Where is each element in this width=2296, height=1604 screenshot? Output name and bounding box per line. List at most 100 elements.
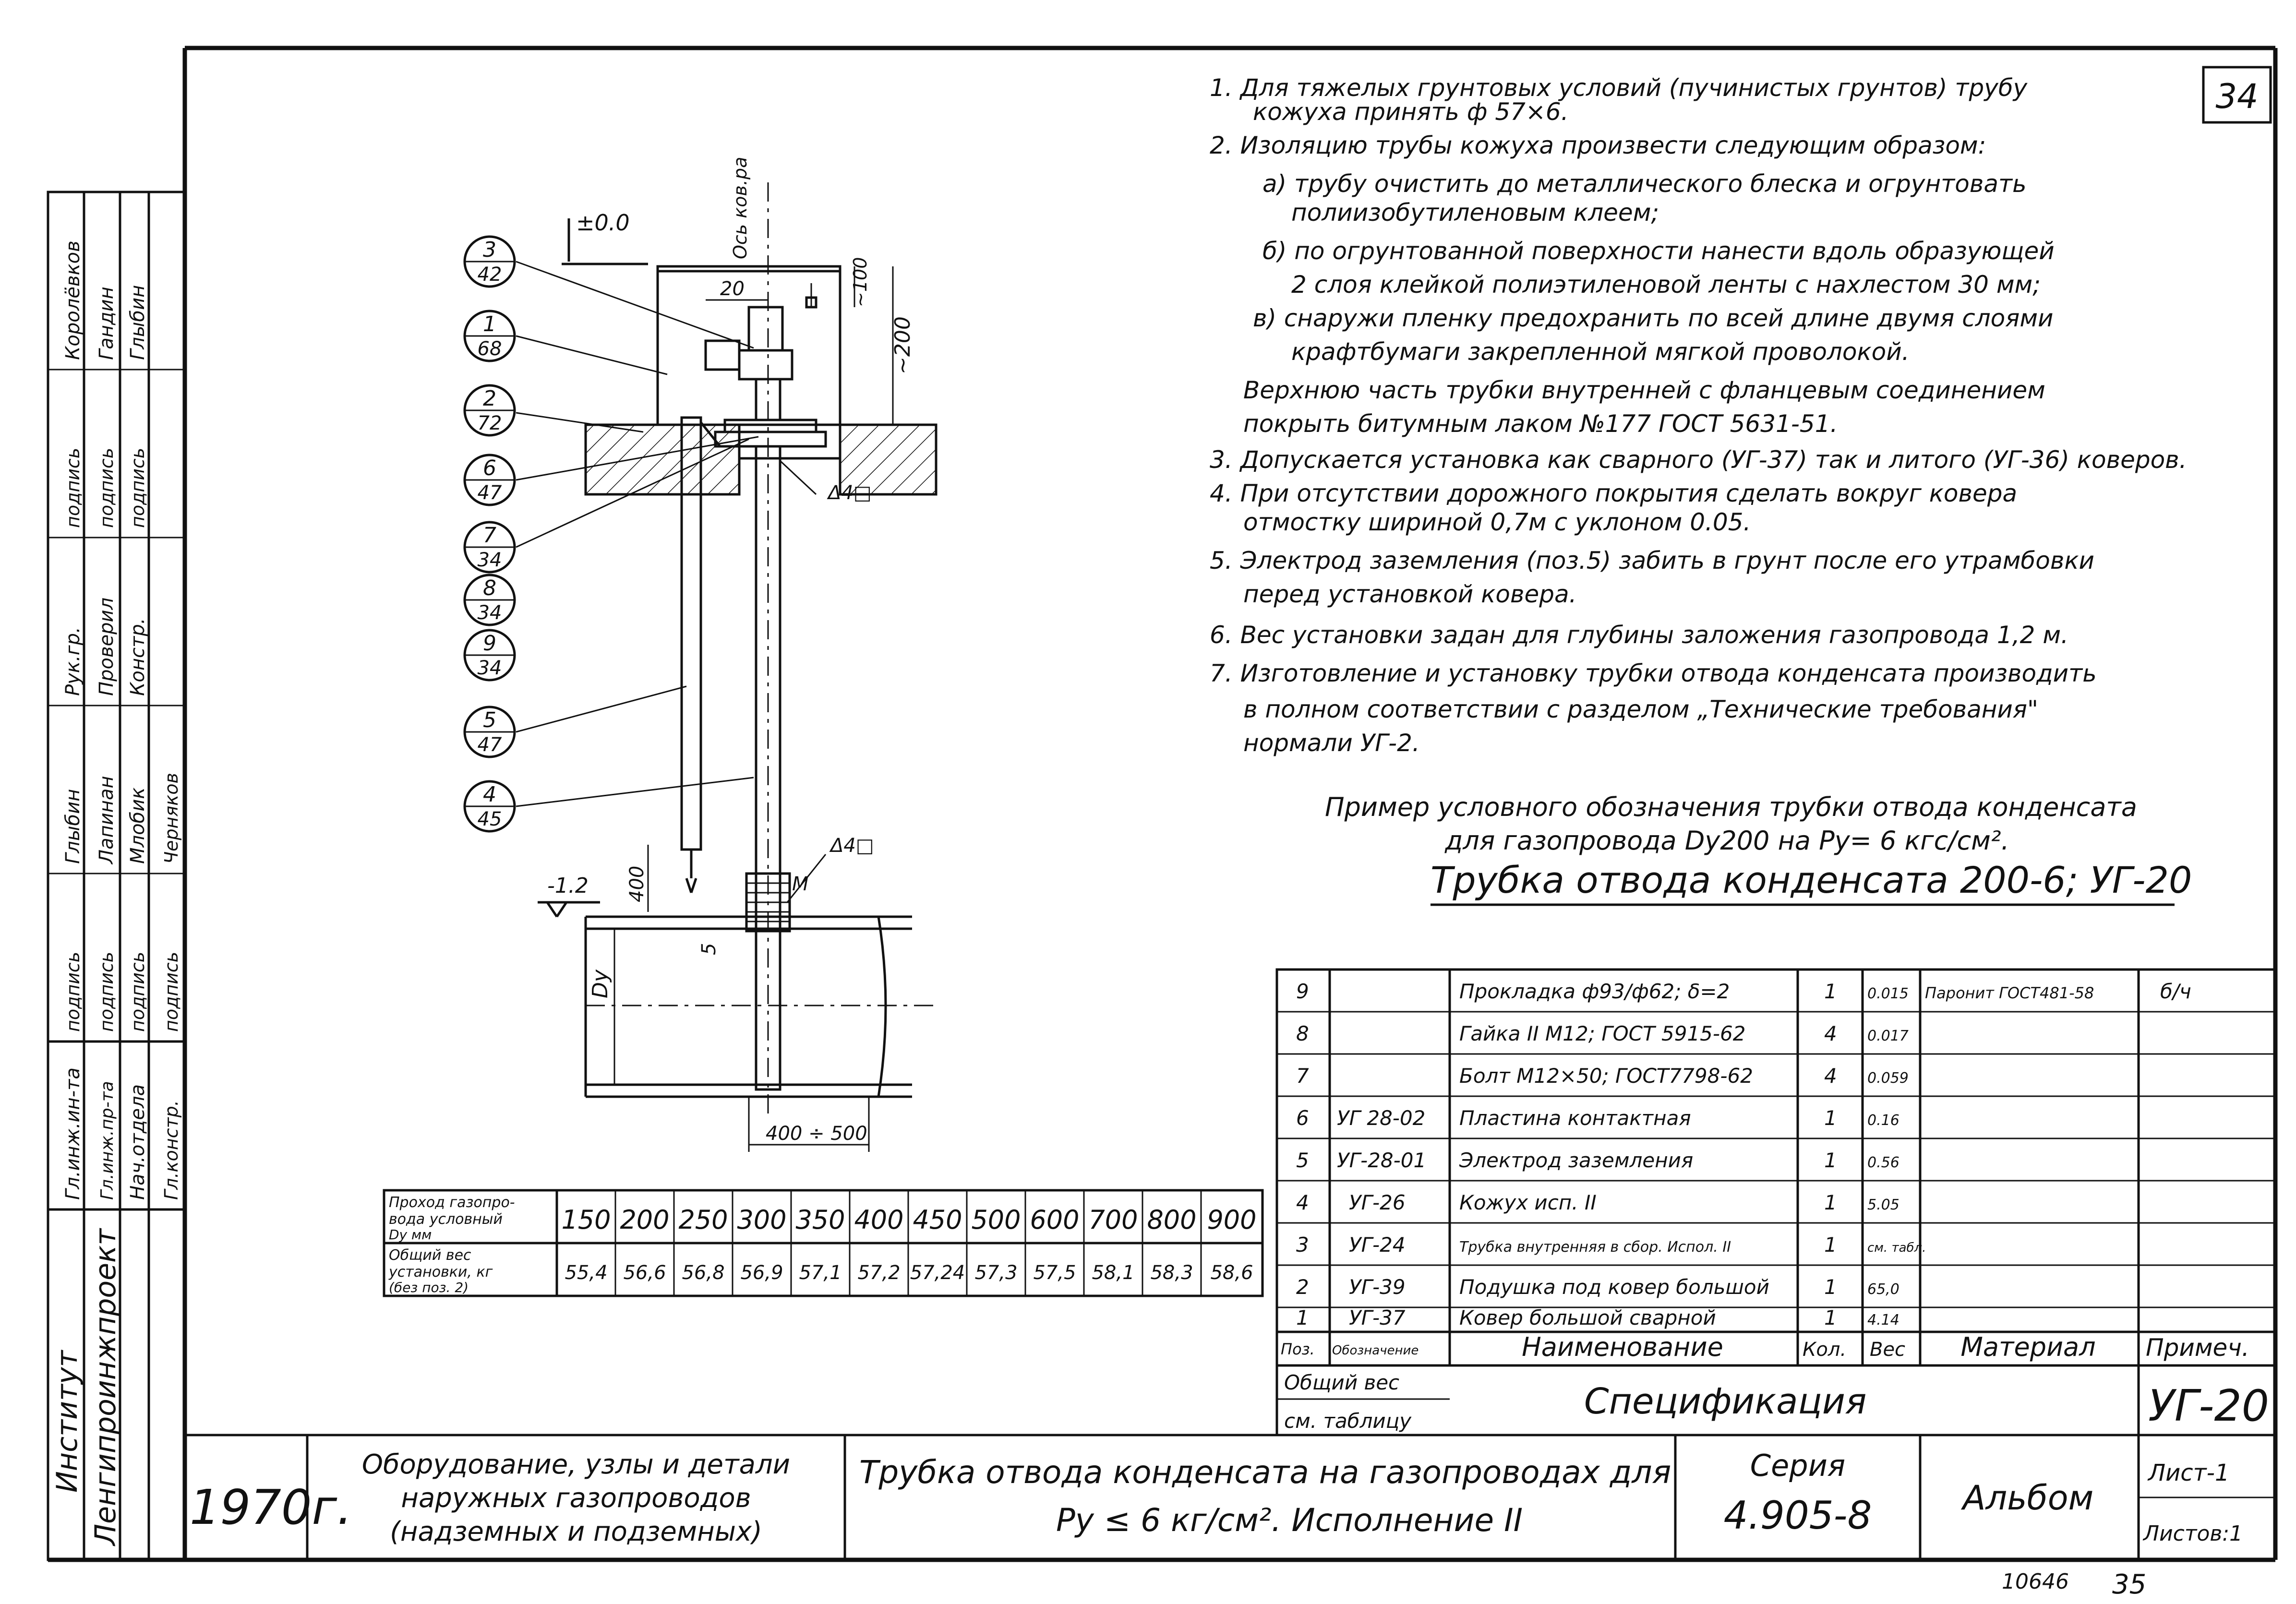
spec-pos: 2 [1296, 1275, 1309, 1299]
year: 1970г. [190, 1479, 352, 1535]
weld-mark: Δ4□ [827, 482, 872, 504]
spec-weight: см. табл. [1867, 1241, 1926, 1255]
level-zero: ±0.0 [576, 210, 630, 236]
spec-code-label: УГ-20 [2148, 1381, 2269, 1431]
diameter-cell: 200 [620, 1205, 669, 1235]
svg-text:47: 47 [478, 734, 502, 756]
row-label: Общий вес [389, 1247, 471, 1264]
person-name: Черняков [161, 773, 182, 864]
weight-cell: 57,24 [910, 1262, 965, 1284]
institute-label: Институт [50, 1349, 84, 1493]
callout-bubble: 7 34 [463, 521, 516, 574]
dim-5: 5 [698, 943, 720, 955]
svg-text:42: 42 [478, 263, 502, 286]
weight-cell: 58,3 [1150, 1262, 1193, 1284]
inventory-number: 10646 [2002, 1569, 2069, 1594]
svg-text:7: 7 [483, 523, 496, 548]
spec-pos: 1 [1296, 1306, 1309, 1329]
spec-name: Кожух исп. II [1459, 1191, 1597, 1214]
spec-weight: 5.05 [1867, 1197, 1899, 1213]
assembly-drawing: ±0.0 Ось ков.ра 20 ~100 ~200 [463, 157, 938, 1152]
spec-pos: 8 [1296, 1022, 1309, 1045]
note-line: перед установкой ковера. [1243, 580, 1576, 608]
row-label: (без поз. 2) [389, 1280, 469, 1295]
spec-title: Спецификация [1584, 1381, 1866, 1422]
note-line: полиизобутиленовым клеем; [1291, 199, 1659, 227]
spec-header-pos: Поз. [1281, 1340, 1315, 1358]
diameter-cell: 500 [971, 1205, 1021, 1235]
signature: подпись подпись подпись [62, 448, 148, 528]
spec-name: Подушка под ковер большой [1459, 1275, 1769, 1299]
axis-label: Ось ков.ра [730, 157, 751, 259]
series-value: 4.905-8 [1724, 1493, 1872, 1538]
label-m: М [792, 873, 809, 895]
note-line: 5. Электрод заземления (поз.5) забить в … [1210, 547, 2094, 575]
total-weight-label: Общий вес [1284, 1371, 1399, 1394]
example-line: Пример условного обозначения трубки отво… [1325, 792, 2137, 822]
spec-code: УГ-24 [1349, 1233, 1406, 1257]
role: Гл.инж.ин-та [62, 1067, 84, 1200]
weight-cell: 56,9 [740, 1262, 783, 1284]
spec-qty: 4 [1824, 1064, 1837, 1088]
svg-text:1: 1 [483, 312, 496, 336]
weight-cell: 57,5 [1033, 1262, 1076, 1284]
note-line: Верхнюю часть трубки внутренней с фланце… [1243, 376, 2045, 404]
example-line: для газопровода Dу200 на Pу= 6 кгс/см². [1444, 826, 2009, 856]
spec-name: Трубка внутренняя в сбор. Испол. II [1459, 1239, 1731, 1256]
album: Альбом [1961, 1478, 2094, 1518]
total-weight-ref: см. таблицу [1284, 1409, 1412, 1433]
note-line: 2 слоя клейкой полиэтиленовой ленты с на… [1291, 271, 2041, 299]
diameter-cell: 800 [1147, 1205, 1196, 1235]
subject-line: (надземных и подземных) [390, 1516, 762, 1547]
spec-weight: 0.015 [1867, 985, 1909, 1002]
dim-20: 20 [720, 278, 745, 300]
note-line: 4. При отсутствии дорожного покрытия сде… [1210, 479, 2017, 507]
svg-text:подпись: подпись [96, 448, 117, 528]
svg-text:34: 34 [478, 657, 502, 679]
spec-pos: 3 [1296, 1233, 1309, 1257]
spec-pos: 7 [1296, 1064, 1309, 1088]
side-stamp: Институт Ленгипроинжпроект Гл.инж.ин-та … [47, 191, 186, 1561]
person-name: Глыбин [62, 789, 84, 864]
spec-name: Ковер большой сварной [1459, 1306, 1716, 1329]
spec-qty: 1 [1824, 1106, 1837, 1130]
callout-bubble: 2 72 [463, 384, 516, 437]
subject-line: Оборудование, узлы и детали [362, 1449, 790, 1480]
weight-cell: 55,4 [565, 1262, 607, 1284]
spec-name: Гайка II М12; ГОСТ 5915-62 [1459, 1022, 1745, 1045]
weight-cell: 57,3 [974, 1262, 1017, 1284]
spec-table: 9 Прокладка ф93/ф62; δ=2 1 0.015 Паронит… [1275, 968, 2277, 1436]
role: Рук.гр. [62, 627, 84, 696]
svg-text:9: 9 [483, 631, 496, 656]
spec-weight: 0.56 [1867, 1154, 1899, 1171]
svg-text:подпись: подпись [62, 952, 84, 1032]
spec-weight: 65,0 [1867, 1281, 1899, 1298]
dim-100: ~100 [850, 257, 871, 307]
spec-qty: 1 [1824, 1306, 1837, 1329]
dim-200: ~200 [890, 316, 915, 374]
spec-name: Электрод заземления [1459, 1149, 1693, 1172]
callout-bubble: 9 34 [463, 629, 516, 682]
row-label: установки, кг [388, 1264, 493, 1281]
person-name: Королёвков [62, 240, 84, 360]
svg-text:подпись: подпись [127, 448, 148, 528]
svg-text:6: 6 [483, 456, 496, 480]
dim-dy: Dу [588, 969, 613, 998]
diameter-cell: 350 [795, 1205, 845, 1235]
note-line: 1. Для тяжелых грунтовых условий (пучини… [1210, 74, 2028, 102]
note-line: 6. Вес установки задан для глубины залож… [1210, 621, 2068, 649]
callout-bubble: 3 42 [463, 235, 516, 288]
drawing-title: Трубка отвода конденсата на газопроводах… [859, 1454, 1671, 1491]
diameter-cell: 600 [1030, 1205, 1079, 1235]
spec-pos: 9 [1296, 980, 1309, 1003]
callout-bubble: 4 45 [463, 780, 516, 833]
svg-text:4: 4 [483, 782, 496, 807]
spec-weight: 4.14 [1867, 1312, 1899, 1329]
spec-code: УГ-28-01 [1337, 1149, 1426, 1172]
weld-mark: Δ4□ [829, 835, 874, 857]
person-name: Гандин [96, 287, 118, 360]
series-label: Серия [1750, 1448, 1845, 1483]
callout-bubble: 8 34 [463, 574, 516, 626]
callout-bubble: 6 47 [463, 454, 516, 506]
